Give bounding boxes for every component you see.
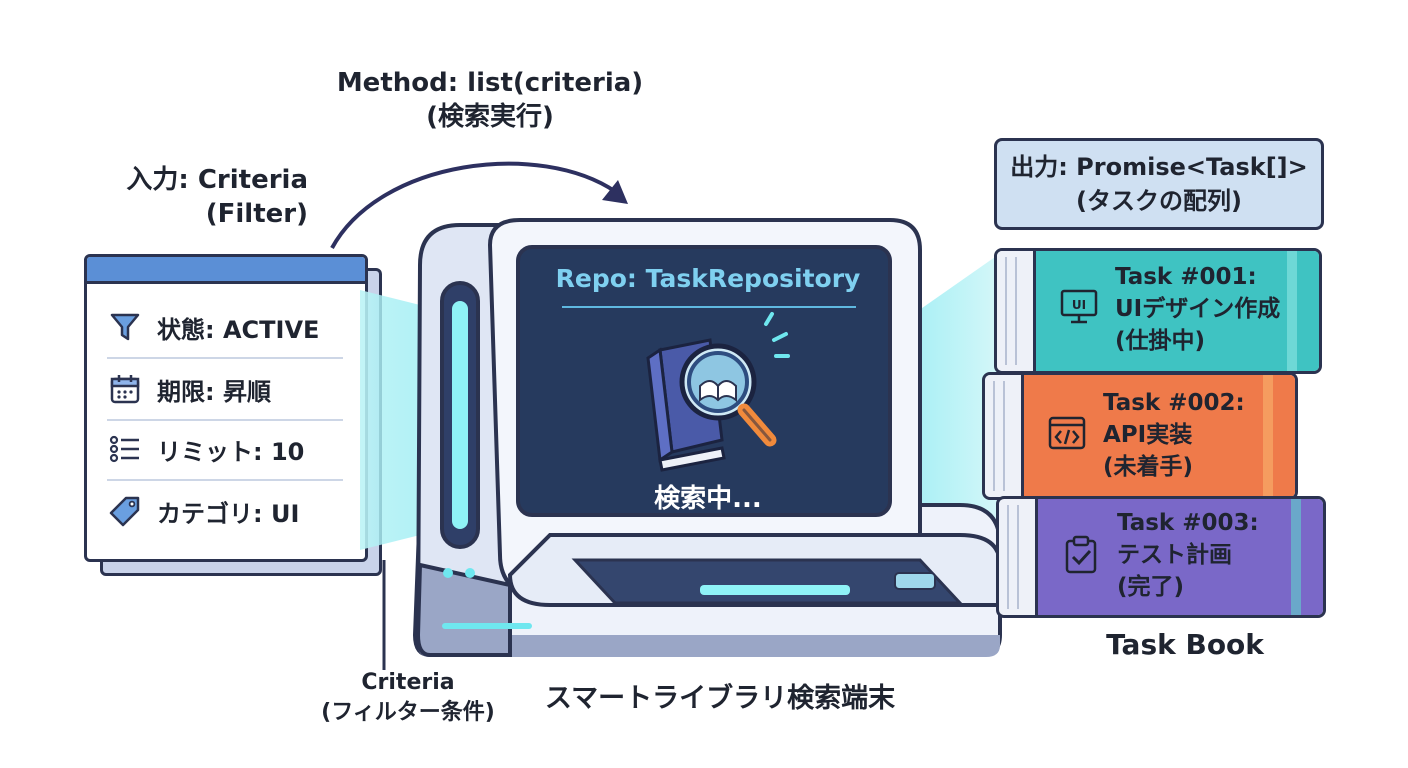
criteria-caption: Criteria (フィルター条件) bbox=[298, 668, 518, 728]
book-text: Task #003: テスト計画 (完了) bbox=[1117, 507, 1259, 603]
filter-card-header bbox=[87, 257, 365, 284]
method-description: (検索実行) bbox=[426, 102, 554, 132]
output-title: 出力: Promise<Task[]> bbox=[1010, 153, 1308, 181]
input-subtitle: (Filter) bbox=[205, 199, 308, 229]
svg-text:UI: UI bbox=[1072, 298, 1086, 312]
divider bbox=[107, 419, 343, 421]
calendar-icon bbox=[107, 371, 143, 407]
task-id: Task #001: bbox=[1115, 264, 1257, 290]
criteria-filter-card: 状態: ACTIVE 期限: 昇順 bbox=[84, 254, 368, 562]
task-book-label: Task Book bbox=[1106, 628, 1264, 661]
filter-due-date-text: 期限: 昇順 bbox=[157, 377, 271, 406]
book-cover bbox=[1024, 375, 1295, 497]
smart-library-terminal bbox=[412, 218, 1002, 657]
filter-category-text: カテゴリ: UI bbox=[157, 499, 300, 528]
book-text: Task #002: API実装 (未着手) bbox=[1103, 387, 1245, 483]
screen-divider bbox=[562, 306, 856, 308]
criteria-pointer-line bbox=[382, 560, 386, 670]
filter-row-limit[interactable]: リミット: 10 bbox=[107, 421, 343, 477]
method-name: Method: list(criteria) bbox=[336, 68, 644, 98]
book-stripe bbox=[1291, 499, 1301, 615]
clipboard-check-icon bbox=[1061, 535, 1101, 575]
book-text: Task #001: UIデザイン作成 (仕掛中) bbox=[1115, 261, 1280, 357]
filter-row-due-date[interactable]: 期限: 昇順 bbox=[107, 361, 343, 417]
input-caption: 入力: Criteria (Filter) bbox=[88, 163, 308, 231]
criteria-caption-subtitle: (フィルター条件) bbox=[321, 700, 495, 725]
filter-row-status[interactable]: 状態: ACTIVE bbox=[107, 299, 343, 355]
filter-row-category[interactable]: カテゴリ: UI bbox=[107, 483, 343, 539]
terminal-caption: スマートライブラリ検索端末 bbox=[544, 683, 896, 714]
funnel-icon bbox=[107, 309, 143, 345]
ui-monitor-icon: UI bbox=[1059, 287, 1099, 327]
tag-icon bbox=[107, 493, 143, 529]
criteria-caption-title: Criteria bbox=[361, 670, 455, 695]
task-title: UIデザイン作成 bbox=[1115, 296, 1281, 322]
divider bbox=[107, 479, 343, 481]
book-pages bbox=[985, 375, 1024, 497]
divider bbox=[107, 357, 343, 359]
input-title: 入力: Criteria bbox=[126, 165, 308, 195]
filter-limit-text: リミット: 10 bbox=[157, 437, 305, 466]
task-id: Task #003: bbox=[1117, 510, 1259, 536]
method-arrow bbox=[330, 161, 628, 249]
output-caption-box: 出力: Promise<Task[]> (タスクの配列) bbox=[994, 138, 1324, 230]
book-pages bbox=[999, 499, 1038, 615]
task-status: (仕掛中) bbox=[1115, 328, 1206, 354]
method-caption: Method: list(criteria) (検索実行) bbox=[300, 66, 680, 134]
task-id: Task #002: bbox=[1103, 390, 1245, 416]
task-book-003[interactable]: Task #003: テスト計画 (完了) bbox=[996, 496, 1326, 618]
code-window-icon bbox=[1047, 413, 1087, 453]
task-status: (完了) bbox=[1117, 574, 1185, 600]
output-subtitle: (タスクの配列) bbox=[1076, 187, 1242, 215]
task-book-001[interactable]: UI Task #001: UIデザイン作成 (仕掛中) bbox=[994, 248, 1322, 374]
search-status: 検索中... bbox=[654, 484, 762, 514]
right-light-beam bbox=[905, 250, 1005, 580]
book-stripe bbox=[1287, 251, 1297, 371]
task-book-002[interactable]: Task #002: API実装 (未着手) bbox=[982, 372, 1298, 500]
task-title: テスト計画 bbox=[1117, 542, 1232, 568]
filter-status-text: 状態: ACTIVE bbox=[157, 315, 320, 344]
task-title: API実装 bbox=[1103, 422, 1193, 448]
list-icon bbox=[107, 431, 143, 467]
book-cover bbox=[1036, 251, 1319, 371]
task-status: (未着手) bbox=[1103, 454, 1194, 480]
book-stripe bbox=[1263, 375, 1273, 497]
book-pages bbox=[997, 251, 1036, 371]
screen-title: Repo: TaskRepository bbox=[555, 264, 861, 293]
